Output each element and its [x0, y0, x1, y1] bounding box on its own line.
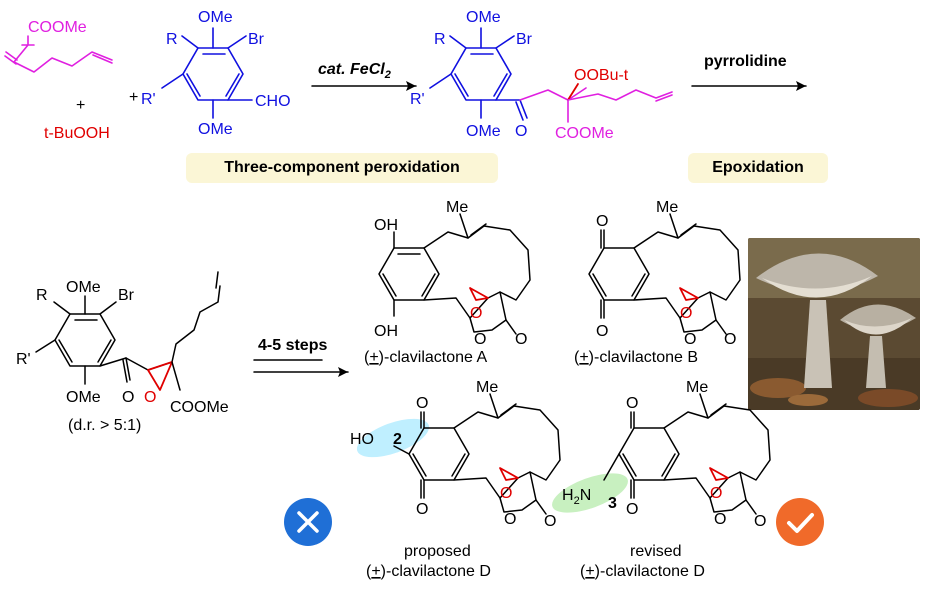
aryl-rprime: R': [141, 91, 156, 108]
Dr-me: Me: [686, 379, 708, 396]
Dr-caption-2: (+)-clavilactone D: [580, 563, 705, 580]
tag-three-component-peroxidation: Three-component peroxidation: [186, 153, 498, 183]
steps-label: 4-5 steps: [258, 337, 327, 354]
Dr-o-bottom: O: [626, 501, 638, 518]
Dp-caption-1: proposed: [404, 543, 471, 560]
aryl-r: R: [166, 31, 178, 48]
Dp-ho: HO: [350, 431, 374, 448]
cross-icon: [297, 511, 319, 533]
Dp-o-bottom: O: [416, 501, 428, 518]
tag-epoxidation: Epoxidation: [688, 153, 828, 183]
check-icon: [787, 513, 814, 533]
product-carbonyl-o: O: [515, 123, 527, 140]
B-o-bottom: O: [596, 323, 608, 340]
epoxide-ester: COOMe: [170, 399, 229, 416]
B-lactone-o: O: [684, 331, 696, 348]
Dr-nh2: H2N: [562, 487, 591, 507]
Dp-epoxide-o: O: [500, 485, 512, 502]
svg-text:cat. FeCl2: cat. FeCl2: [318, 61, 391, 81]
epoxide-intermediate: OMe Br R R' OMe O O COOMe (d.r. > 5:1): [16, 271, 229, 434]
diene-ester-reagent: COOMe: [4, 19, 113, 73]
Dp-lactone-o: O: [504, 511, 516, 528]
aryl-ome-bottom: OMe: [198, 121, 233, 138]
aryl-cho: CHO: [255, 93, 291, 110]
clavilactone-B: Me O O O O O (+)-clavilactone B: [574, 199, 741, 366]
Dr-lactone-o: O: [714, 511, 726, 528]
B-me: Me: [656, 199, 678, 216]
clavilactone-D-revised: Me H2N 3 O O O O O revised (+)-clavilact…: [562, 379, 771, 580]
epoxide-rprime: R': [16, 351, 31, 368]
Dr-caption-1: revised: [630, 543, 682, 560]
product-br: Br: [516, 31, 533, 48]
B-o-top: O: [596, 213, 608, 230]
cross-badge: [284, 498, 332, 546]
check-badge: [776, 498, 824, 546]
clavilactone-A: Me OH OH O O O (+)-clavilactone A: [364, 199, 531, 366]
pyrrolidine-label: pyrrolidine: [704, 53, 787, 70]
B-epoxide-o: O: [680, 305, 692, 322]
dr-label: (d.r. > 5:1): [68, 417, 141, 434]
product-ester: COOMe: [555, 125, 614, 142]
Dr-o-top: O: [626, 395, 638, 412]
aryl-aldehyde-reagent: OMe Br R R' CHO OMe +: [129, 9, 291, 138]
aryl-ome-top: OMe: [198, 9, 233, 26]
highlight-C2: [356, 418, 430, 458]
Dp-me: Me: [476, 379, 498, 396]
Dp-o-top: O: [416, 395, 428, 412]
epoxide-r: R: [36, 287, 48, 304]
Dp-carbonyl-o: O: [544, 513, 556, 530]
product-peroxy: OOBu-t: [574, 67, 629, 84]
Dr-carbonyl-o: O: [754, 513, 766, 530]
epoxide-ring-o: O: [144, 389, 156, 406]
plus-sign-2: +: [129, 89, 138, 106]
A-epoxide-o: O: [470, 305, 482, 322]
epoxide-br: Br: [118, 287, 135, 304]
A-oh-bottom: OH: [374, 323, 398, 340]
A-lactone-o: O: [474, 331, 486, 348]
fecl2-sub: 2: [384, 69, 391, 81]
Dr-position-3: 3: [608, 495, 617, 512]
clavilactone-D-proposed: Me HO 2 O O O O O proposed (+)-clavilact…: [350, 379, 561, 580]
product-r: R: [434, 31, 446, 48]
epoxide-carbonyl-o: O: [122, 389, 134, 406]
aryl-br: Br: [248, 31, 265, 48]
Dp-position-2: 2: [393, 431, 402, 448]
epoxide-ome-bottom: OMe: [66, 389, 101, 406]
A-me: Me: [446, 199, 468, 216]
arrow-step1: cat. FeCl2: [311, 61, 417, 91]
B-caption: (+)-clavilactone B: [574, 349, 698, 366]
epoxide-ome-top: OMe: [66, 279, 101, 296]
arrow-step3: 4-5 steps: [253, 337, 349, 377]
A-carbonyl-o: O: [515, 331, 527, 348]
highlight-C3: [552, 473, 628, 513]
product-rprime: R': [410, 91, 425, 108]
arrow-step2: pyrrolidine: [691, 53, 807, 91]
peroxide-product: OMe Br R R' OMe O OOBu-t COOMe: [410, 9, 673, 142]
mushroom-photo: [748, 238, 920, 410]
product-ome-bottom: OMe: [466, 123, 501, 140]
plus-sign-1: +: [76, 97, 85, 114]
ester-label: COOMe: [28, 19, 87, 36]
Dp-caption-2: (+)-clavilactone D: [366, 563, 491, 580]
Dr-epoxide-o: O: [710, 485, 722, 502]
A-caption: (+)-clavilactone A: [364, 349, 487, 366]
B-carbonyl-o: O: [724, 331, 736, 348]
peroxide-label: t-BuOOH: [44, 125, 110, 142]
fecl2-label: cat. FeCl: [318, 61, 385, 78]
A-oh-top: OH: [374, 217, 398, 234]
product-ome-top: OMe: [466, 9, 501, 26]
